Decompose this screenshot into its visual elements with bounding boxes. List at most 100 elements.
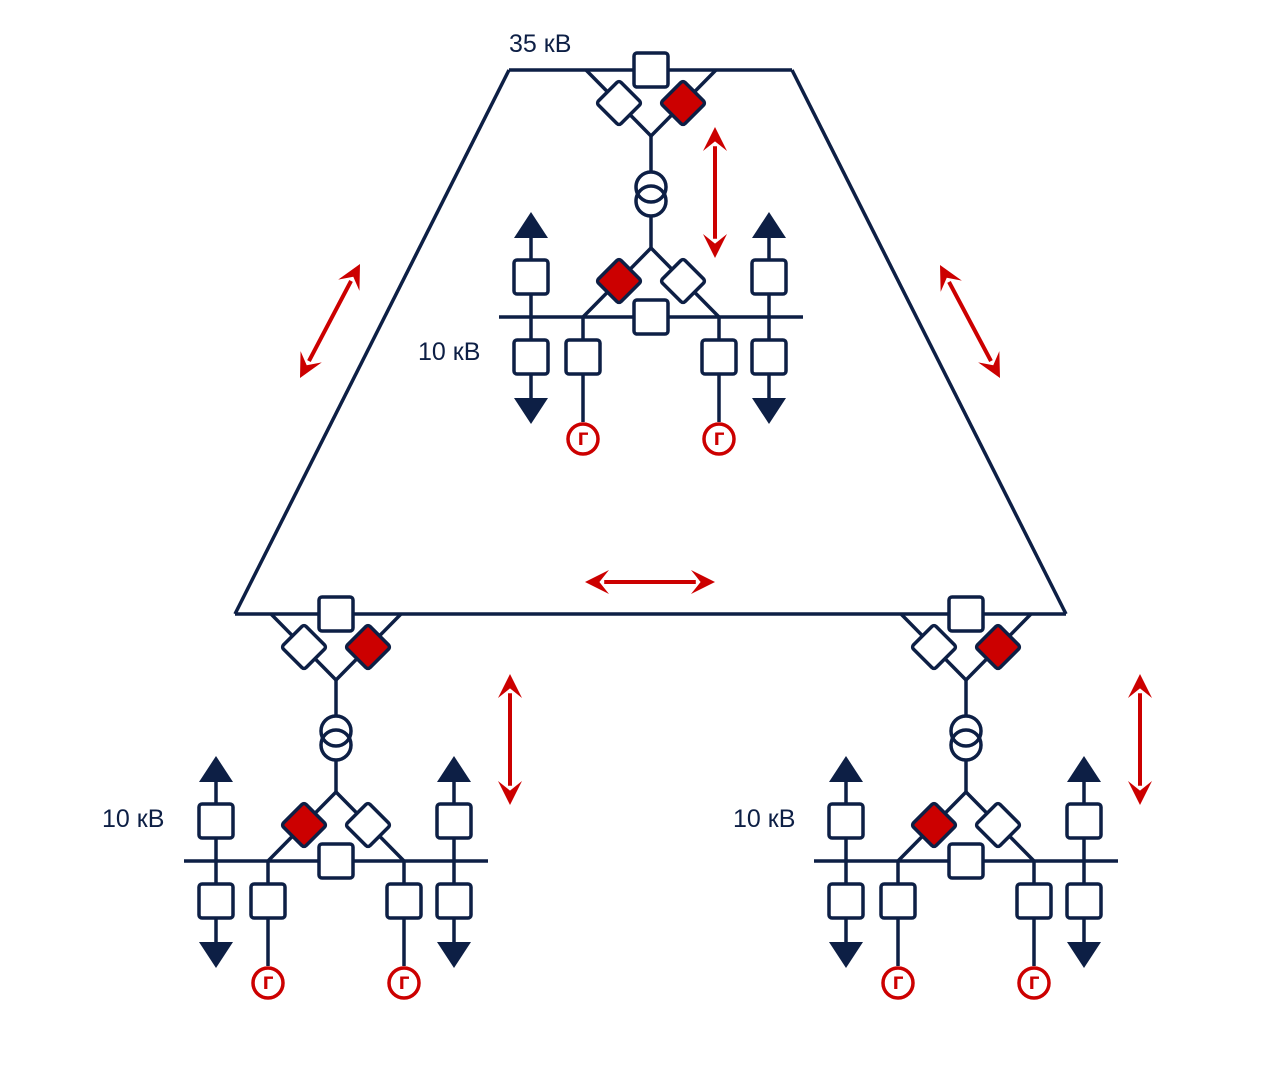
- feeder-up-arrow-right-icon: [437, 756, 471, 782]
- hv-breaker-right: [344, 623, 392, 671]
- feeder-up-arrow-left-icon: [514, 212, 548, 238]
- mv-bus-label-top: 10 кВ: [418, 338, 480, 366]
- flow-head-start: [1128, 674, 1152, 698]
- flow-arrow-top-substation-icon: [703, 127, 727, 258]
- feeder-up-arrow-left-icon: [829, 756, 863, 782]
- flow-head-start: [585, 570, 609, 594]
- feeder-upper-switch-left: [197, 802, 235, 840]
- flow-arrow-right-line-icon: [940, 265, 1000, 378]
- flow-arrow-bottom-line-icon: [585, 570, 715, 594]
- generator-right-icon: Г: [387, 966, 421, 1000]
- generator-label: Г: [399, 974, 410, 994]
- generator-circle: [566, 422, 600, 456]
- feeder-down-arrow-left-icon: [514, 398, 548, 424]
- generator-left-icon: Г: [566, 422, 600, 456]
- generator-label: Г: [893, 974, 904, 994]
- flow-head-end: [498, 781, 522, 805]
- feeder-lower-switch-left: [827, 882, 865, 920]
- flow-head-end: [1128, 781, 1152, 805]
- transformer-winding-hv: [949, 714, 983, 748]
- generator-right-icon: Г: [702, 422, 736, 456]
- feeder-lower-switch-right: [750, 338, 788, 376]
- mv-sectional-switch: [947, 842, 985, 880]
- transformer-winding-hv: [319, 714, 353, 748]
- mv-breaker-right: [659, 257, 707, 305]
- feeder-upper-switch-right: [1065, 802, 1103, 840]
- generator-left-icon: Г: [251, 966, 285, 1000]
- flow-head-end: [691, 570, 715, 594]
- feeder-down-arrow-left-icon: [199, 942, 233, 968]
- mv-bus-label-bottom-left: 10 кВ: [102, 805, 164, 833]
- transformer-winding-hv: [634, 170, 668, 204]
- mv-breaker-right: [974, 801, 1022, 849]
- hv-sectional-switch: [632, 51, 670, 89]
- hv-breaker-right: [974, 623, 1022, 671]
- generator-circle: [702, 422, 736, 456]
- feeder-lower-switch-left: [512, 338, 550, 376]
- hv-ring-left-line: [233, 69, 511, 615]
- hv-breaker-left: [910, 623, 958, 671]
- generator-switch-left: [249, 882, 287, 920]
- feeder-upper-switch-left: [512, 258, 550, 296]
- feeder-upper-switch-left: [827, 802, 865, 840]
- flow-head-start: [940, 265, 962, 292]
- flow-shaft: [307, 280, 353, 362]
- flow-shaft: [947, 281, 993, 362]
- feeder-up-arrow-left-icon: [199, 756, 233, 782]
- flow-head-start: [498, 674, 522, 698]
- feeder-up-arrow-right-icon: [752, 212, 786, 238]
- feeder-upper-switch-right: [435, 802, 473, 840]
- generator-circle: [1017, 966, 1051, 1000]
- generator-label: Г: [714, 430, 725, 450]
- feeder-lower-switch-left: [197, 882, 235, 920]
- feeder-lower-switch-right: [1065, 882, 1103, 920]
- flow-head-end: [978, 351, 1000, 378]
- mv-bus-label-bottom-right: 10 кВ: [733, 805, 795, 833]
- feeder-down-arrow-right-icon: [752, 398, 786, 424]
- flow-head-start: [703, 127, 727, 151]
- hv-breaker-left: [280, 623, 328, 671]
- generator-circle: [387, 966, 421, 1000]
- hv-breaker-left: [595, 79, 643, 127]
- hv-sectional-switch: [947, 595, 985, 633]
- power-flow-arrows: [300, 127, 1152, 805]
- feeder-down-arrow-right-icon: [437, 942, 471, 968]
- generator-left-icon: Г: [881, 966, 915, 1000]
- generator-switch-left: [879, 882, 917, 920]
- flow-arrow-bottom-right-substation-icon: [1128, 674, 1152, 805]
- mv-sectional-switch: [632, 298, 670, 336]
- generator-switch-right: [1015, 882, 1053, 920]
- flow-arrow-bottom-left-substation-icon: [498, 674, 522, 805]
- mv-sectional-switch: [317, 842, 355, 880]
- hv-breaker-right: [659, 79, 707, 127]
- generator-circle: [881, 966, 915, 1000]
- flow-arrow-left-line-icon: [300, 264, 360, 378]
- hv-sectional-switch: [317, 595, 355, 633]
- feeder-up-arrow-right-icon: [1067, 756, 1101, 782]
- mv-breaker-left: [280, 801, 328, 849]
- feeder-down-arrow-right-icon: [1067, 942, 1101, 968]
- generator-label: Г: [1029, 974, 1040, 994]
- generator-switch-right: [385, 882, 423, 920]
- generator-label: Г: [578, 430, 589, 450]
- generator-switch-left: [564, 338, 602, 376]
- flow-head-start: [338, 264, 360, 291]
- feeder-upper-switch-right: [750, 258, 788, 296]
- generator-circle: [251, 966, 285, 1000]
- feeder-lower-switch-right: [435, 882, 473, 920]
- mv-breaker-right: [344, 801, 392, 849]
- mv-breaker-left: [595, 257, 643, 305]
- mv-breaker-left: [910, 801, 958, 849]
- hv-bus-label: 35 кВ: [509, 30, 571, 58]
- generator-right-icon: Г: [1017, 966, 1051, 1000]
- flow-head-end: [300, 351, 322, 378]
- feeder-down-arrow-left-icon: [829, 942, 863, 968]
- hv-ring-right-line: [790, 69, 1068, 615]
- generator-switch-right: [700, 338, 738, 376]
- generator-label: Г: [263, 974, 274, 994]
- flow-head-end: [703, 234, 727, 258]
